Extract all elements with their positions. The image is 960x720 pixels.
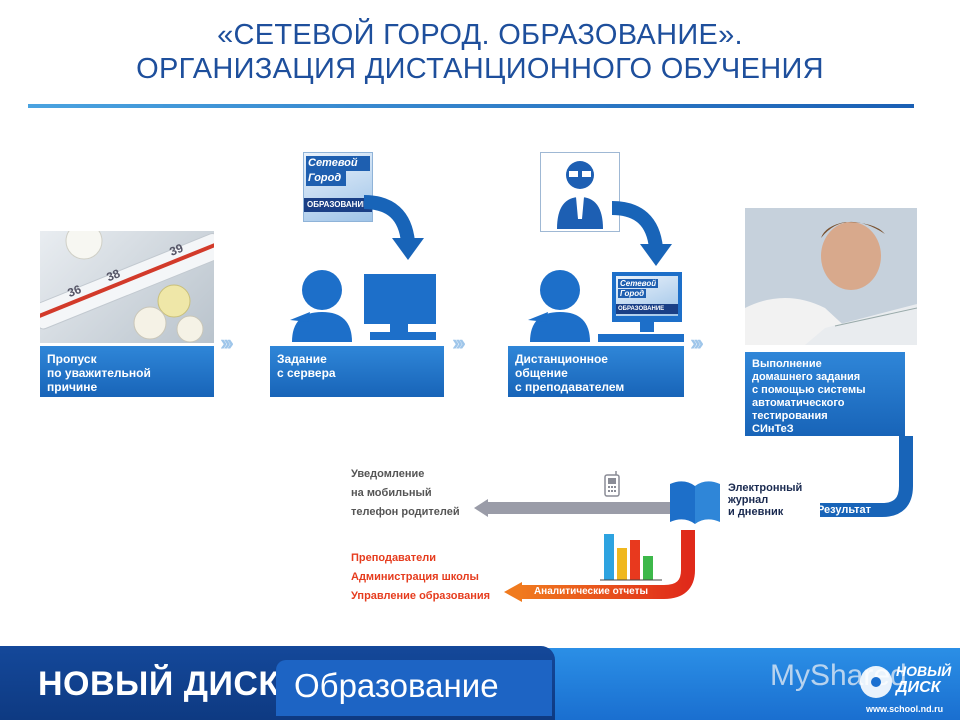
chevron-arrow-icon: ››› [220, 330, 234, 355]
journal-label: Электронный журнал и дневник [728, 482, 803, 518]
monitor-logo-line-1: Сетевой [618, 279, 659, 288]
logo-text-line-3: ОБРАЗОВАНИЕ [304, 198, 372, 212]
result-connector-arrow [820, 436, 913, 517]
teacher-icon [557, 161, 603, 229]
student-homework-photo [745, 208, 917, 345]
mobile-phone-icon [604, 471, 620, 497]
student-photo-placeholder [745, 208, 917, 345]
report-recipients-label: Преподаватели Администрация школы Управл… [351, 552, 491, 602]
analytics-label: Аналитические отчеты [533, 586, 649, 597]
chevron-arrow-icon: ››› [690, 330, 704, 355]
analytics-arrow [504, 530, 695, 602]
curved-arrow-icon [363, 195, 424, 260]
title-underline [28, 104, 914, 108]
monitor-logo-line-2: Город [618, 289, 647, 298]
network-city-logo-icon: Сетевой Город ОБРАЗОВАНИЕ [303, 152, 373, 222]
curved-arrow-icon [611, 201, 672, 266]
disk-logo-icon [860, 666, 892, 698]
footer-brand: НОВЫЙ ДИСК [38, 665, 280, 703]
step-homework-label: Выполнение домашнего задания с помощью с… [745, 352, 905, 436]
bar-chart-icon [600, 534, 662, 581]
monitor-screen: Сетевой Город ОБРАЗОВАНИЕ [616, 276, 678, 316]
logo-line-2: ДИСК [896, 679, 941, 696]
logo-text-line-2: Город [306, 171, 346, 186]
step-absence-label: Пропуск по уважительной причине [40, 346, 214, 397]
logo-text-line-1: Сетевой [306, 156, 370, 171]
step-server-task-label: Задание с сервера [270, 346, 444, 397]
teacher-icon-frame [540, 152, 620, 232]
title-line-2: ОРГАНИЗАЦИЯ ДИСТАНЦИОННОГО ОБУЧЕНИЯ [136, 53, 824, 85]
svg-text:38: 38 [104, 266, 122, 284]
monitor-logo-line-3: ОБРАЗОВАНИЕ [616, 304, 678, 314]
thermometer-pills-image: 36 38 39 [40, 231, 214, 343]
monitor-icon: Сетевой Город ОБРАЗОВАНИЕ [612, 272, 682, 322]
notification-arrow [474, 499, 670, 517]
student-at-computer-icon [290, 270, 436, 342]
journal-book-icon [670, 481, 720, 524]
keyboard-icon [598, 334, 684, 342]
chevron-arrow-icon: ››› [452, 330, 466, 355]
footer-url: www.school.nd.ru [866, 704, 944, 714]
title-line-1: «СЕТЕВОЙ ГОРОД. ОБРАЗОВАНИЕ». [217, 19, 743, 51]
step-remote-communication-label: Дистанционное общение с преподавателем [508, 346, 684, 397]
svg-text:39: 39 [168, 241, 186, 259]
footer-section-tab [276, 660, 552, 716]
result-label: Результат [816, 504, 872, 516]
svg-text:36: 36 [66, 282, 84, 300]
footer-section: Образование [294, 667, 499, 704]
student-icon [528, 270, 590, 342]
notification-label: Уведомление на мобильный телефон родител… [351, 468, 460, 518]
monitor-stand [640, 322, 654, 332]
novy-disk-logo: НОВЫЙ ДИСК [858, 662, 954, 702]
logo-line-1: НОВЫЙ [896, 663, 952, 679]
thermometer-icon: 36 38 39 [40, 231, 214, 343]
